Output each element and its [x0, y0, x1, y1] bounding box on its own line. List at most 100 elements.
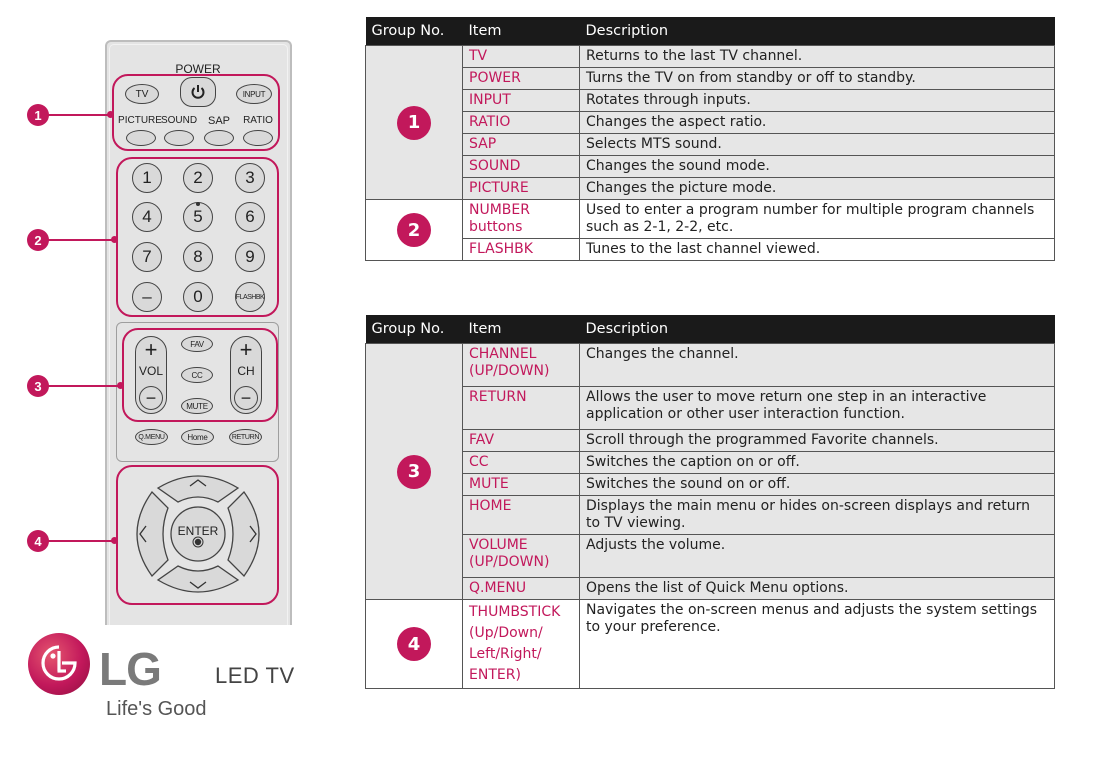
enter-button[interactable] — [170, 506, 226, 562]
group-badge: 1 — [397, 105, 431, 140]
item-cell: THUMBSTICK (Up/Down/ Left/Right/ ENTER) — [462, 599, 580, 689]
description-cell: Changes the picture mode. — [579, 177, 1055, 200]
group-box-4 — [116, 465, 279, 605]
chevron-up-icon — [189, 479, 207, 487]
group-cell-3: 3 — [365, 343, 463, 600]
number-button-5[interactable]: 5 — [183, 202, 213, 232]
minus-icon: − — [139, 386, 163, 410]
header-group-no: Group No. — [365, 315, 463, 344]
table-row: 4 THUMBSTICK (Up/Down/ Left/Right/ ENTER… — [365, 599, 1055, 689]
item-cell: NUMBER buttons — [462, 199, 580, 239]
header-description: Description — [579, 315, 1055, 344]
table-row: SAP Selects MTS sound. — [366, 133, 1055, 156]
lg-wordmark: LG — [99, 643, 162, 695]
cc-button[interactable]: CC — [181, 367, 213, 383]
description-cell: Allows the user to move return one step … — [579, 386, 1055, 430]
tactile-dot — [196, 202, 200, 206]
description-cell: Switches the caption on or off. — [579, 451, 1055, 474]
number-button-0[interactable]: 0 — [183, 282, 213, 312]
description-cell: Adjusts the volume. — [579, 534, 1055, 578]
marker-4: 4 — [27, 530, 49, 552]
group-badge: 3 — [397, 454, 431, 489]
table-row: INPUT Rotates through inputs. — [366, 89, 1055, 112]
chevron-left-icon — [139, 525, 147, 543]
group-badge: 2 — [397, 213, 431, 247]
group-box-3 — [122, 328, 278, 422]
group-cell-4: 4 — [365, 599, 463, 689]
dpad-down[interactable] — [156, 565, 240, 593]
table-row: MUTE Switches the sound on or off. — [366, 473, 1055, 496]
item-cell: FLASHBK — [462, 238, 580, 261]
dash-button[interactable]: – — [132, 282, 162, 312]
table-row: 3 CHANNEL (UP/DOWN) Changes the channel. — [365, 343, 1055, 600]
dpad-left[interactable] — [136, 490, 169, 578]
mute-button[interactable]: MUTE — [181, 398, 213, 414]
number-button-6[interactable]: 6 — [235, 202, 265, 232]
ratio-label: RATIO — [243, 115, 273, 126]
table-row: POWER Turns the TV on from standby or of… — [366, 67, 1055, 90]
item-cell: INPUT — [462, 89, 580, 112]
fav-button[interactable]: FAV — [181, 336, 213, 352]
leader-line-3 — [48, 385, 120, 387]
thumbstick-dpad[interactable] — [130, 470, 266, 598]
ch-label: CH — [237, 364, 255, 378]
flashbk-button[interactable]: FLASHBK — [235, 282, 265, 312]
description-cell: Changes the aspect ratio. — [579, 111, 1055, 134]
home-button[interactable]: Home — [181, 429, 214, 445]
group-cell-1: 1 — [365, 45, 463, 200]
number-button-4[interactable]: 4 — [132, 202, 162, 232]
item-cell: SAP — [462, 133, 580, 156]
dpad-up[interactable] — [156, 475, 240, 503]
item-cell: CC — [462, 451, 580, 474]
leader-line-1 — [48, 114, 110, 116]
item-cell: Q.MENU — [462, 577, 580, 600]
chevron-down-icon — [189, 581, 207, 589]
description-cell: Displays the main menu or hides on-scree… — [579, 495, 1055, 535]
input-button[interactable]: INPUT — [236, 84, 272, 104]
qmenu-button[interactable]: Q.MENU — [135, 429, 168, 445]
item-cell: CHANNEL (UP/DOWN) — [462, 343, 580, 387]
power-label: POWER — [175, 62, 221, 76]
table-row: RETURN Allows the user to move return on… — [366, 386, 1055, 430]
item-cell: MUTE — [462, 473, 580, 496]
picture-button[interactable] — [126, 130, 156, 146]
number-button-9[interactable]: 9 — [235, 242, 265, 272]
description-cell: Opens the list of Quick Menu options. — [579, 577, 1055, 600]
table-header-row: Group No. Item Description — [365, 17, 1055, 46]
volume-rocker[interactable]: + VOL − — [135, 336, 167, 414]
table-header-row: Group No. Item Description — [365, 315, 1055, 344]
sap-button[interactable] — [204, 130, 234, 146]
table-row: FAV Scroll through the programmed Favori… — [366, 429, 1055, 452]
chevron-right-icon — [249, 525, 257, 543]
volume-channel-panel — [116, 322, 279, 462]
description-cell: Navigates the on-screen menus and adjust… — [579, 599, 1055, 689]
group-cell-2: 2 — [365, 199, 463, 261]
number-button-8[interactable]: 8 — [183, 242, 213, 272]
table-row: PICTURE Changes the picture mode. — [366, 177, 1055, 200]
item-cell: PICTURE — [462, 177, 580, 200]
item-cell: VOLUME (UP/DOWN) — [462, 534, 580, 578]
table-row: CC Switches the caption on or off. — [366, 451, 1055, 474]
number-button-3[interactable]: 3 — [235, 163, 265, 193]
number-button-2[interactable]: 2 — [183, 163, 213, 193]
power-button[interactable] — [180, 77, 216, 107]
sound-button[interactable] — [164, 130, 194, 146]
marker-2: 2 — [27, 229, 49, 251]
number-button-7[interactable]: 7 — [132, 242, 162, 272]
description-cell: Used to enter a program number for multi… — [579, 199, 1055, 239]
description-cell: Returns to the last TV channel. — [579, 45, 1055, 68]
item-cell: RETURN — [462, 386, 580, 430]
table-row: 1 TV Returns to the last TV channel. — [365, 45, 1055, 200]
table-row: RATIO Changes the aspect ratio. — [366, 111, 1055, 134]
description-cell: Scroll through the programmed Favorite c… — [579, 429, 1055, 452]
channel-rocker[interactable]: + CH − — [230, 336, 262, 414]
table-row: VOLUME (UP/DOWN) Adjusts the volume. — [366, 534, 1055, 578]
tv-button[interactable]: TV — [125, 84, 159, 104]
remote-illustration: POWER TV INPUT PICTURE SOUND SAP RATIO 1… — [0, 0, 330, 762]
group-badge: 4 — [397, 627, 431, 661]
return-button[interactable]: RETURN — [229, 429, 262, 445]
number-button-1[interactable]: 1 — [132, 163, 162, 193]
dpad-right[interactable] — [227, 490, 260, 578]
ratio-button[interactable] — [243, 130, 273, 146]
marker-1: 1 — [27, 104, 49, 126]
